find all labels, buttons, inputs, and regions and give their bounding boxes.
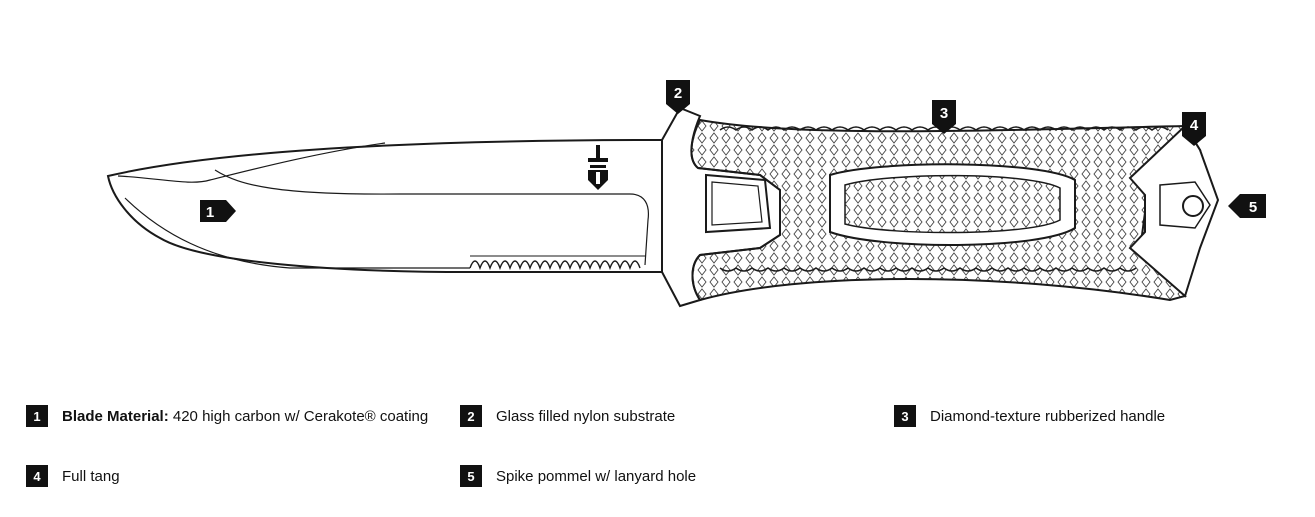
callout-4: 4 <box>1182 112 1206 146</box>
legend-item-3: 3 Diamond-texture rubberized handle <box>894 404 1165 428</box>
knife-diagram: 1 2 3 4 5 <box>106 80 1266 308</box>
legend-item-4: 4 Full tang <box>26 464 120 488</box>
legend-item-1: 1 Blade Material: 420 high carbon w/ Cer… <box>26 404 428 428</box>
legend-number: 2 <box>460 405 482 427</box>
legend-text: Blade Material: 420 high carbon w/ Cerak… <box>62 408 428 425</box>
callout-3-label: 3 <box>940 105 948 122</box>
blade <box>106 138 663 273</box>
callout-1: 1 <box>200 200 236 222</box>
legend-text: Spike pommel w/ lanyard hole <box>496 468 696 485</box>
legend-description: 420 high carbon w/ Cerakote® coating <box>168 407 429 425</box>
callout-1-label: 1 <box>206 204 214 221</box>
lanyard-hole-icon <box>1182 195 1204 217</box>
legend-number: 1 <box>26 405 48 427</box>
legend-text: Diamond-texture rubberized handle <box>930 408 1165 425</box>
legend-description: Full tang <box>62 467 120 485</box>
legend-text: Glass filled nylon substrate <box>496 408 675 425</box>
callout-2: 2 <box>666 80 690 114</box>
legend-description: Glass filled nylon substrate <box>496 407 676 425</box>
callout-2-label: 2 <box>674 85 682 102</box>
gerber-logo-icon <box>588 145 608 190</box>
callout-3: 3 <box>932 100 956 134</box>
callout-4-label: 4 <box>1190 117 1199 134</box>
handle <box>690 118 1220 302</box>
legend-number: 5 <box>460 465 482 487</box>
legend-number: 4 <box>26 465 48 487</box>
legend-description: Diamond-texture rubberized handle <box>930 407 1166 425</box>
legend-item-2: 2 Glass filled nylon substrate <box>460 404 675 428</box>
callout-5-label: 5 <box>1249 199 1257 216</box>
legend-description: Spike pommel w/ lanyard hole <box>496 467 697 485</box>
legend-text: Full tang <box>62 468 120 485</box>
legend-bold-label: Blade Material: <box>62 407 169 425</box>
legend-item-5: 5 Spike pommel w/ lanyard hole <box>460 464 696 488</box>
callout-5: 5 <box>1228 194 1266 218</box>
legend-number: 3 <box>894 405 916 427</box>
